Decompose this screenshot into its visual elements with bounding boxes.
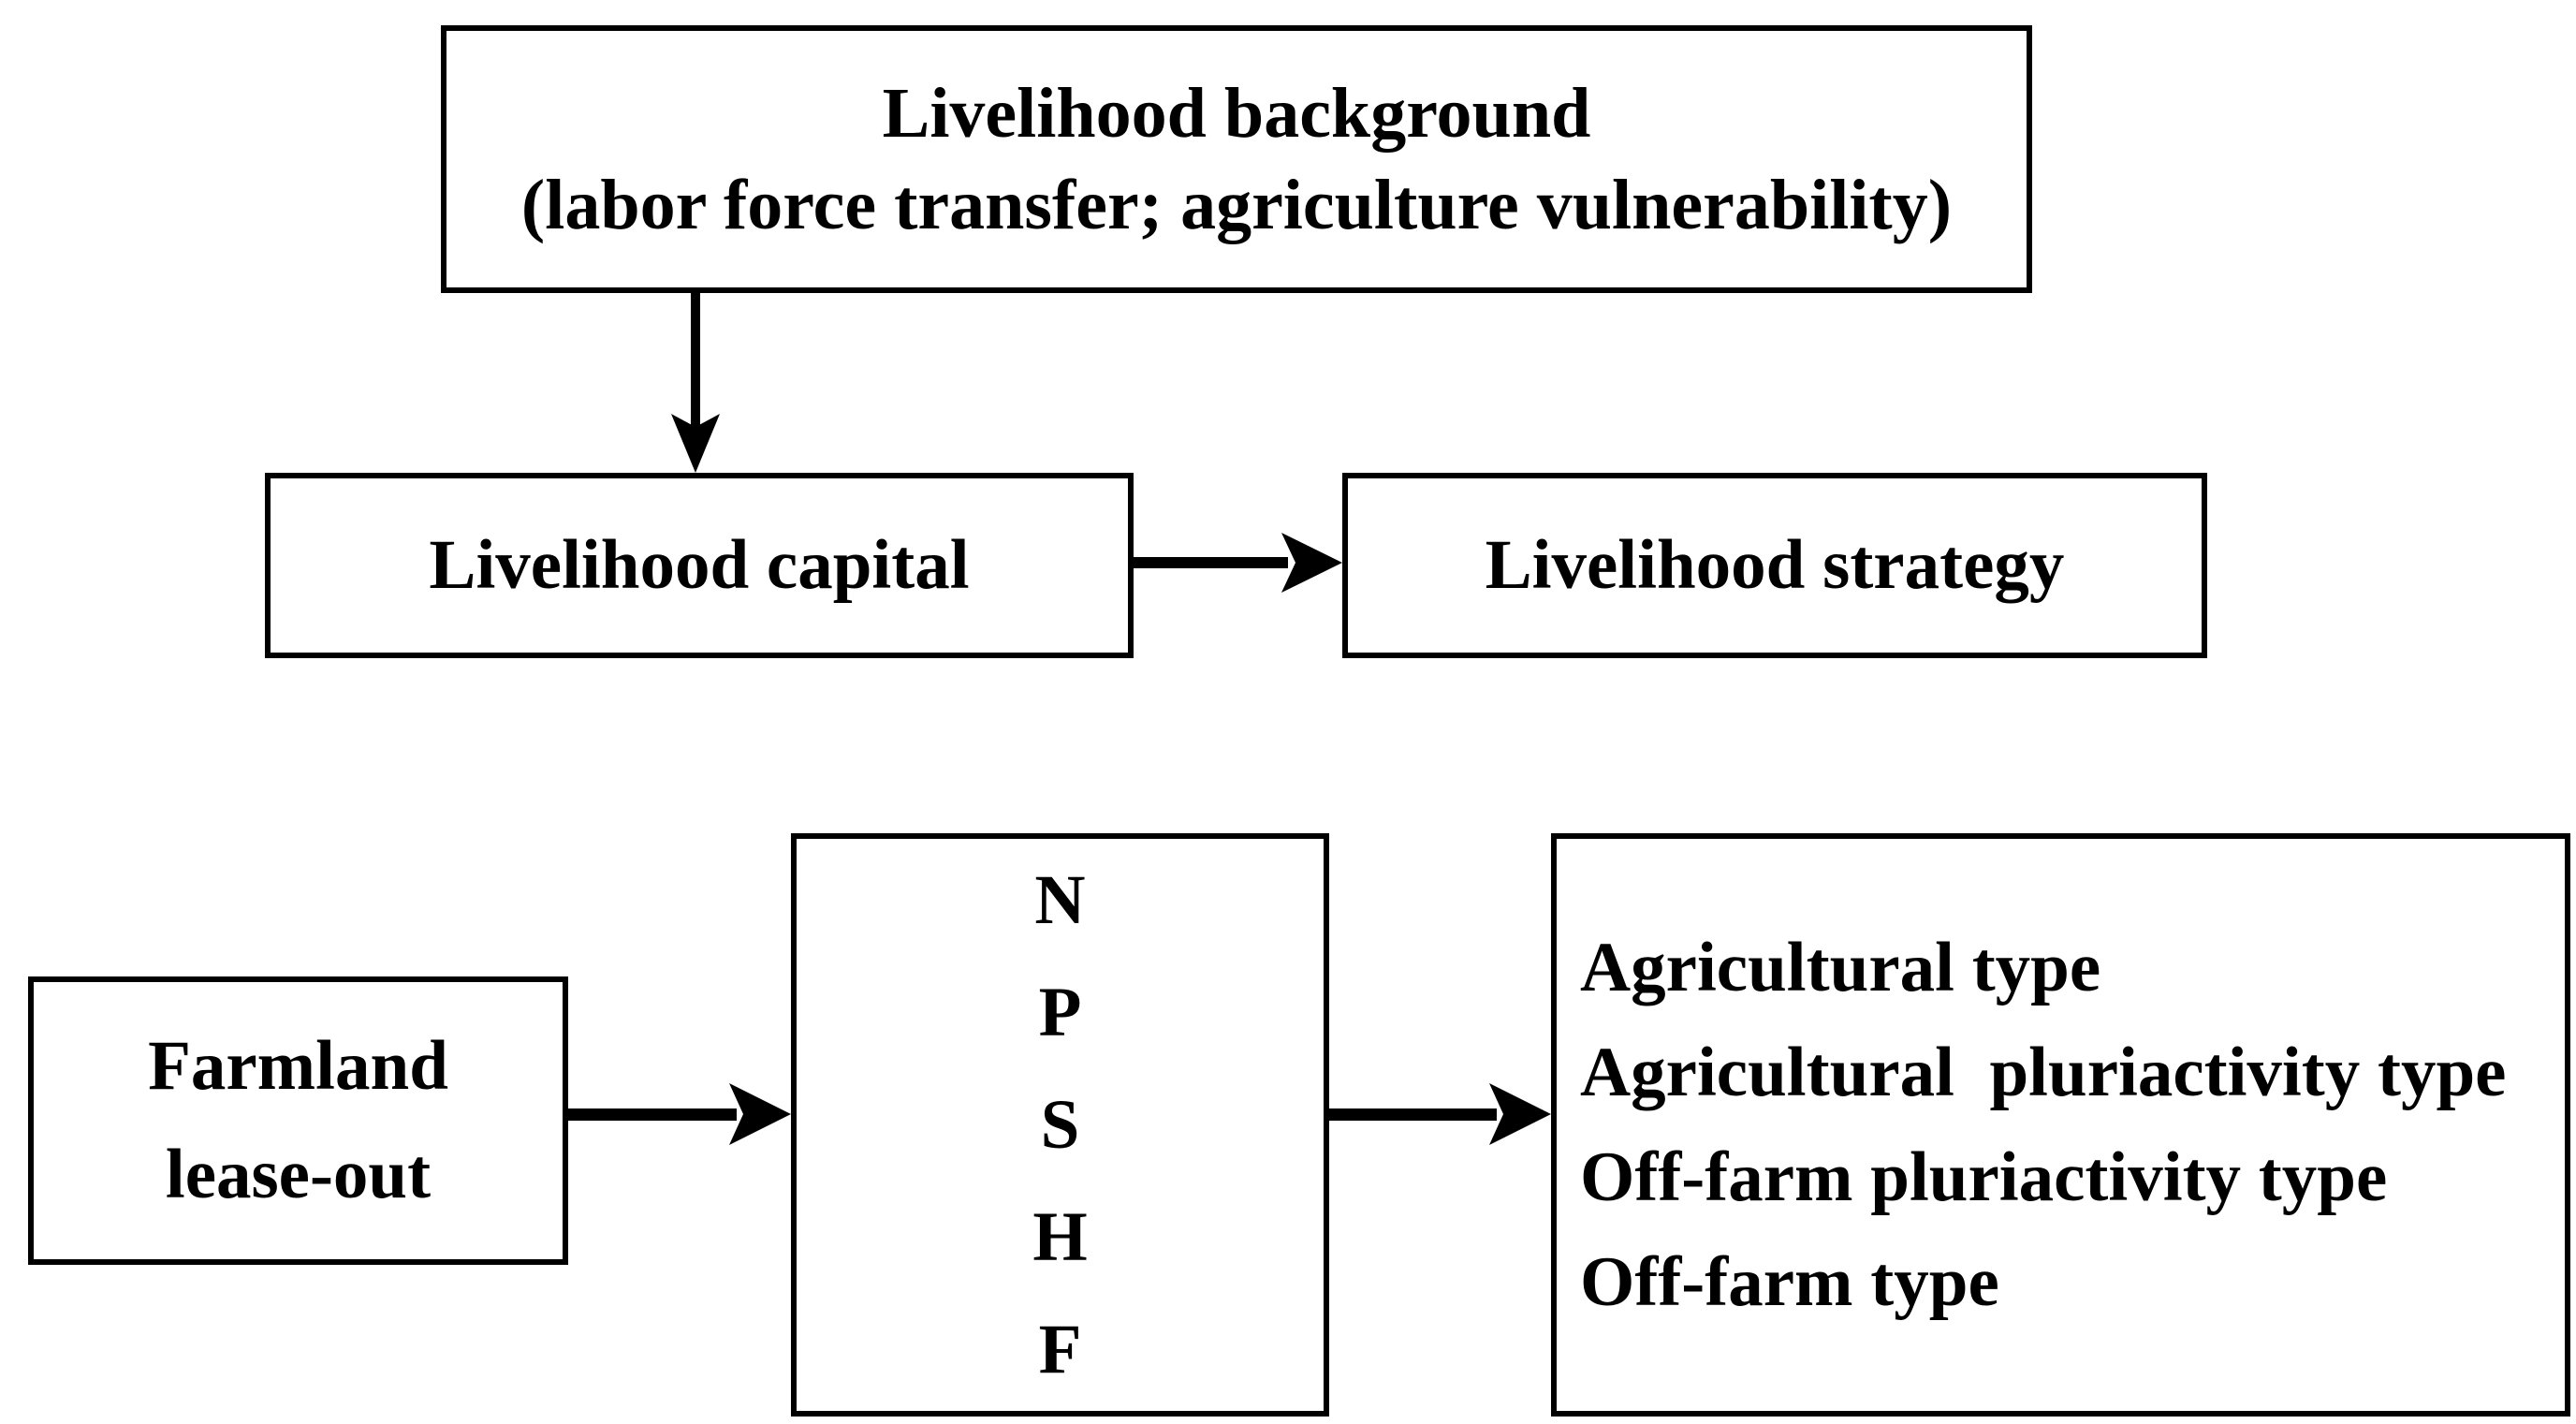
capital-letter-n: N [1034,860,1086,939]
livelihood-strategy-label: Livelihood strategy [1485,526,2065,604]
capital-letter-h: H [1032,1197,1088,1276]
farmland-label-line2: lease-out [165,1136,432,1213]
arrow-right-farmland-to-capitals-icon [566,1077,791,1152]
capital-letter-f: F [1038,1310,1082,1388]
arrow-right-capital-to-strategy-icon [1134,525,1342,600]
type-agricultural-pluriactivity: Agricultural pluriactivity type [1580,1033,2507,1111]
livelihood-background-box: Livelihood background (labor force trans… [441,25,2032,293]
livelihood-capital-label: Livelihood capital [429,526,970,604]
arrow-right-capitals-to-types-icon [1328,1077,1551,1152]
farmland-label-line1: Farmland [148,1027,448,1105]
type-agricultural: Agricultural type [1580,928,2101,1006]
livelihood-strategy-box: Livelihood strategy [1342,473,2207,658]
type-off-farm-pluriactivity: Off-farm pluriactivity type [1580,1138,2388,1216]
livelihood-background-subtitle: (labor force transfer; agriculture vulne… [520,166,1953,244]
livelihood-capital-box: Livelihood capital [265,473,1134,658]
capital-letters-box: N P S H F [791,833,1329,1417]
capital-letter-s: S [1040,1085,1080,1164]
livelihood-background-title: Livelihood background [882,74,1591,153]
farmland-lease-out-box: Farmland lease-out [28,976,568,1265]
arrow-down-background-to-capital-icon [658,292,733,473]
capital-letter-p: P [1038,973,1082,1051]
type-off-farm: Off-farm type [1580,1242,1999,1321]
livelihood-types-box: Agricultural type Agricultural pluriacti… [1551,833,2570,1417]
